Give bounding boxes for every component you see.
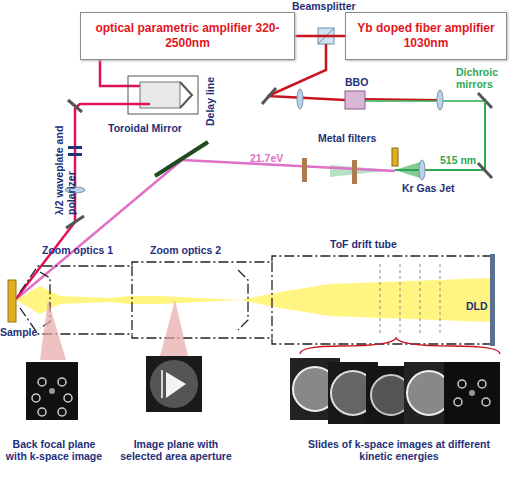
dichroic-mirror <box>478 163 492 178</box>
slice-bracket <box>300 338 500 354</box>
real-space-thumbnail <box>146 356 202 412</box>
waveplate <box>68 146 82 149</box>
part-label: Zoom optics 1 <box>42 244 132 256</box>
laser-beam <box>295 35 345 38</box>
part-label: λ/2 waveplate and polarizer <box>53 105 77 215</box>
sample-plate <box>8 280 16 322</box>
focused-green-beam <box>395 162 420 178</box>
part-label: Back focal plane with k-space image <box>4 438 104 462</box>
part-label: Kr Gas Jet <box>402 182 472 194</box>
second-harmonic-beam <box>395 101 485 170</box>
part-label: 515 nm <box>440 154 485 166</box>
part-label: BBO <box>345 76 385 88</box>
bbo-crystal <box>345 91 365 109</box>
beamsplitter-diagonal <box>318 28 334 44</box>
lens <box>297 89 303 109</box>
beamsplitter-cube <box>318 28 334 44</box>
lens <box>419 160 425 180</box>
metal-filter <box>352 160 357 184</box>
mirror <box>262 88 276 104</box>
delay-stage <box>128 76 198 114</box>
part-label: 21.7eV <box>250 152 300 164</box>
retroreflector <box>180 82 192 108</box>
part-label: DLD <box>466 300 490 312</box>
instrument-box: Yb doped fiber amplifier 1030nm <box>345 12 507 60</box>
part-label: ToF drift tube <box>330 238 430 250</box>
second-harmonic-beam <box>365 100 485 102</box>
electron-beam <box>16 278 490 322</box>
microscope-column-outline <box>20 256 490 344</box>
part-label: Metal filters <box>318 132 398 144</box>
part-label: Beamsplitter <box>292 0 372 12</box>
toroidal-mirror <box>155 142 208 176</box>
part-label: Sample <box>0 326 50 338</box>
callout-wedge <box>40 300 66 360</box>
pump-beam <box>75 104 150 108</box>
gas-jet-nozzle <box>392 148 398 166</box>
part-label: Image plane with selected area aperture <box>116 438 236 462</box>
delay-line-detector <box>490 254 495 346</box>
kspace-thumbnail <box>26 362 78 420</box>
xuv-beam <box>182 160 395 171</box>
kspace-slice-stack <box>290 358 500 424</box>
xuv-beam <box>15 160 182 300</box>
part-label: Dichroic mirrors <box>456 66 511 90</box>
callout-wedge <box>160 300 188 356</box>
fundamental-beam <box>365 99 440 100</box>
polarizer <box>68 153 82 156</box>
pump-beam <box>15 222 75 300</box>
part-label: Toroidal Mirror <box>108 122 198 134</box>
instrument-box: optical parametric amplifier 320-2500nm <box>80 12 295 60</box>
energy-slice-marks <box>380 264 440 336</box>
lens <box>437 90 443 110</box>
box-title: optical parametric amplifier 320-2500nm <box>87 21 288 51</box>
part-label: Delay line <box>204 66 216 126</box>
mirror <box>66 216 84 228</box>
part-label: Slides of k-space images at different ki… <box>296 438 502 462</box>
part-label: Zoom optics 2 <box>150 244 240 256</box>
box-title: Yb doped fiber amplifier 1030nm <box>352 21 500 51</box>
metal-filter <box>302 158 307 182</box>
